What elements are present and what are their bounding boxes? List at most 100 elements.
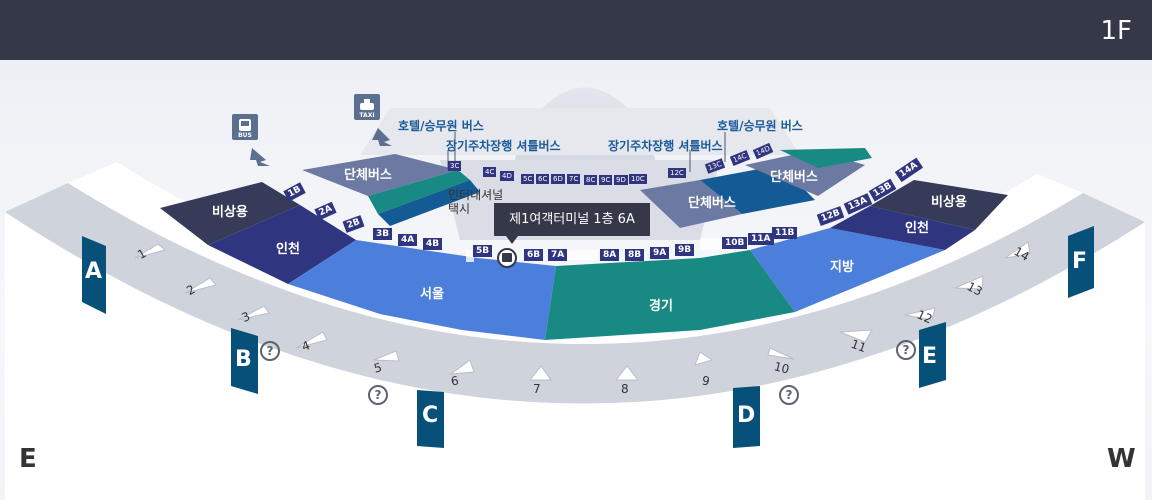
door-number: 1 (135, 246, 149, 262)
zone-label-group-bus-right: 단체버스 (770, 170, 818, 185)
stop-11B[interactable]: 11B (772, 227, 798, 239)
small-stop-6C[interactable]: 6C (536, 174, 550, 184)
zone-label-incheon-left: 인천 (276, 242, 300, 257)
zone-label-incheon-right: 인천 (905, 221, 929, 236)
label-hotel-bus-right: 호텔/승무원 버스 (717, 119, 803, 133)
small-stop-3C[interactable]: 3C (448, 161, 462, 171)
small-stop-4D[interactable]: 4D (500, 171, 514, 181)
zone-regional (750, 228, 945, 312)
small-stop-14D[interactable]: 14D (752, 142, 774, 160)
stop-4B[interactable]: 4B (423, 238, 443, 250)
door-number: 3 (239, 309, 253, 325)
gate-label-C: C (422, 403, 439, 428)
door-1-arrow (134, 243, 167, 259)
small-stop-12C[interactable]: 12C (668, 168, 686, 178)
door-number: 7 (533, 382, 541, 396)
door-3-arrow (237, 305, 270, 321)
door-number: 5 (372, 360, 384, 376)
curb-band (5, 183, 1145, 404)
stop-11A[interactable]: 11A (748, 233, 774, 245)
label-taxi-international: 인터내셔널 택시 (448, 188, 504, 216)
svg-text:?: ? (375, 388, 382, 402)
bus-icon: BUS (232, 114, 258, 140)
help-icon (896, 340, 916, 360)
zone-emergency-right (870, 180, 1008, 230)
door-12-arrow (904, 307, 936, 321)
terminal-map-svg: ? ? ? ? (5, 87, 1145, 500)
gate-label-F: F (1072, 249, 1088, 274)
door-5-arrow (373, 350, 400, 362)
tooltip-pointer (506, 236, 518, 244)
stop-8A[interactable]: 8A (600, 249, 620, 261)
small-stop-4C[interactable]: 4C (483, 167, 497, 177)
stop-7A[interactable]: 7A (548, 249, 568, 261)
stop-10B[interactable]: 10B (722, 237, 748, 249)
stop-3B[interactable]: 3B (373, 228, 393, 240)
gate-D[interactable] (733, 386, 760, 448)
stop-9A[interactable]: 9A (650, 247, 670, 259)
small-stop-9C[interactable]: 9C (599, 175, 613, 185)
zone-label-group-bus-left: 단체버스 (344, 168, 392, 183)
door-number: 10 (772, 359, 791, 377)
door-11-arrow (839, 329, 873, 343)
stop-1B[interactable]: 1B (283, 182, 306, 202)
gate-E[interactable] (919, 322, 946, 388)
zone-incheon-right (830, 206, 975, 250)
stop-9B[interactable]: 9B (675, 244, 695, 256)
stop-14A[interactable]: 14A (894, 157, 923, 183)
zone-group-bus-mid (640, 180, 742, 228)
small-stop-13C[interactable]: 13C (704, 158, 725, 174)
small-stop-8C[interactable]: 8C (584, 175, 598, 185)
door-13-arrow (954, 275, 984, 290)
gate-label-E: E (922, 344, 938, 369)
help-icons[interactable] (260, 340, 916, 405)
zone-label-group-bus-mid: 단체버스 (688, 196, 736, 211)
map-labels: BUS TAXI 호텔/승무원 버스 장기주차장행 셔틀버스 장기주차장행 셔틀… (0, 60, 1152, 500)
stop-6B[interactable]: 6B (524, 249, 544, 261)
help-icon (779, 385, 799, 405)
stop-13A[interactable]: 13A (843, 193, 872, 215)
label-longterm-shuttle-right: 장기주차장행 셔틀버스 (608, 139, 723, 153)
floor-indicator: 1F (1100, 16, 1133, 46)
gate-label-A: A (85, 259, 103, 284)
help-icon (368, 385, 388, 405)
gate-label-B: B (235, 347, 252, 372)
door-4-arrow (295, 331, 328, 349)
stop-2A[interactable]: 2A (314, 201, 337, 221)
zone-incheon-left (208, 205, 356, 284)
terminal-map: ? ? ? ? BUS TAXI 호텔/승무원 버스 장기주차장행 셔틀버스 장… (0, 60, 1152, 500)
stop-4A[interactable]: 4A (398, 234, 418, 246)
stop-5B[interactable]: 5B (473, 245, 493, 257)
gate-F[interactable] (1068, 226, 1094, 298)
small-stop-7C[interactable]: 7C (567, 174, 581, 184)
bus-stop-marker-icon (502, 253, 512, 262)
small-stop-9D[interactable]: 9D (614, 175, 628, 185)
small-stop-14C[interactable]: 14C (729, 150, 751, 166)
small-stop-6D[interactable]: 6D (551, 174, 565, 184)
bus-icon-caption: BUS (238, 132, 252, 139)
taxi-direction-arrow (372, 128, 392, 146)
stop-2B[interactable]: 2B (342, 215, 365, 233)
stop-12B[interactable]: 12B (816, 206, 845, 226)
taxi-icon-caption: TAXI (359, 112, 375, 119)
terminal-roof (360, 108, 800, 155)
small-stop-5C[interactable]: 5C (521, 174, 535, 184)
zone-label-emergency-right: 비상용 (931, 195, 967, 210)
stop-8B[interactable]: 8B (625, 249, 645, 261)
gate-C[interactable] (417, 390, 444, 448)
door-14-arrow (1004, 241, 1031, 259)
stop-13B[interactable]: 13B (868, 178, 897, 202)
direction-left: E (19, 444, 37, 474)
door-number: 14 (1011, 244, 1032, 264)
door-number: 9 (700, 373, 711, 389)
bus-direction-arrow (250, 148, 270, 166)
door-number: 8 (621, 382, 629, 396)
zone-seoul (288, 240, 556, 340)
door-number: 4 (299, 338, 312, 354)
gate-A[interactable] (82, 236, 106, 314)
taxi-icon: TAXI (354, 94, 380, 120)
small-stop-10C[interactable]: 10C (629, 174, 647, 184)
gate-B[interactable] (231, 328, 258, 394)
svg-text:?: ? (903, 343, 910, 357)
door-number: 11 (849, 336, 869, 356)
